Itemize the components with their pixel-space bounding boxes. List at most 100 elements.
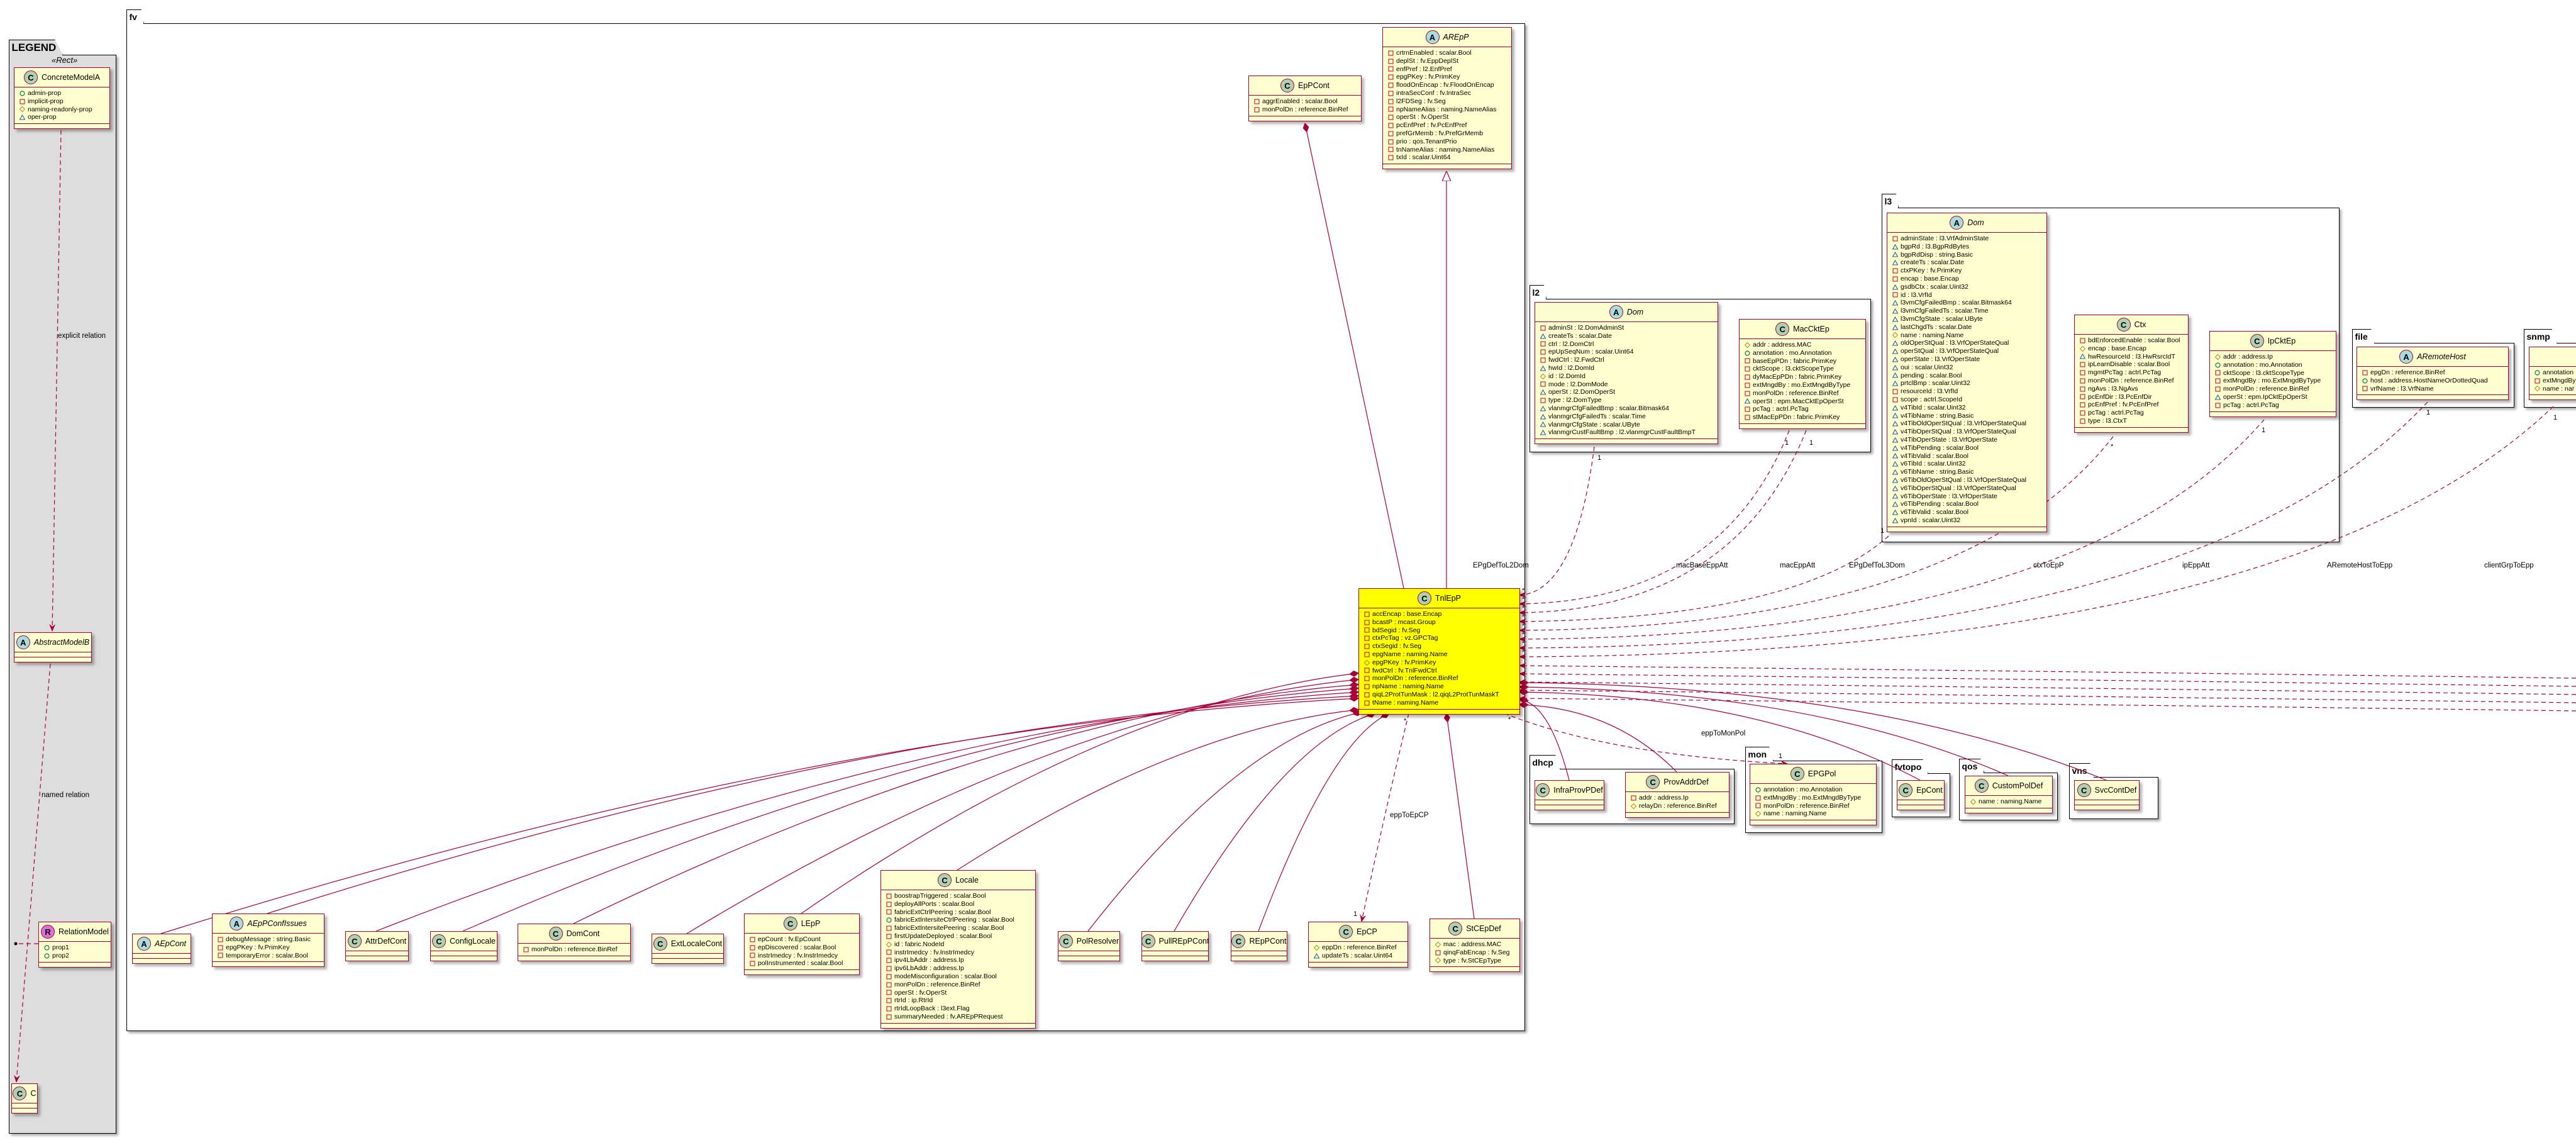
offpage-relation-0 xyxy=(1519,662,2576,679)
attribute-text: ngAvs : l3.NgAvs xyxy=(2088,384,2138,393)
implicit-prop-icon xyxy=(1388,50,1394,56)
class-name: AREpP xyxy=(1443,33,1469,42)
attribute-row: ctxPKey : fv.PrimKey xyxy=(1892,267,2043,275)
class-circle-icon: C xyxy=(23,70,38,84)
oper-prop-icon xyxy=(1892,372,1898,378)
attribute-row: v4TibValid : scalar.Bool xyxy=(1892,452,2043,461)
attribute-row: fwdCtrl : l2.FwdCtrl xyxy=(1540,356,1714,364)
attribute-row: ctrl : l2.DomCtrl xyxy=(1540,340,1714,349)
method-compartment xyxy=(1535,805,1604,810)
attribute-list xyxy=(2075,800,2139,805)
class-circle-icon: C xyxy=(1536,783,1550,797)
class-snmpClass[interactable]: CannotationextMngdByname : nar xyxy=(2529,347,2576,401)
attribute-row: prop1 xyxy=(44,944,107,952)
implicit-prop-icon xyxy=(1745,358,1750,364)
attribute-text: pcEnfDir : l3.PcEnfDir xyxy=(2088,393,2152,401)
attribute-row: ctxPcTag : vz.GPCTag xyxy=(1364,634,1516,642)
pullREpPCont-composition xyxy=(1174,712,1376,932)
attribute-text: type : fv.StCEpType xyxy=(1443,956,1502,964)
implicit-prop-icon xyxy=(1745,415,1750,420)
implicit-prop-icon xyxy=(886,998,892,1003)
relation-circle-icon: R xyxy=(41,925,55,939)
oper-prop-icon xyxy=(1892,429,1898,435)
class-circle-icon: C xyxy=(2116,318,2131,332)
attribute-text: mode : l2.DomMode xyxy=(1548,380,1608,388)
attribute-text: bcastP : mcast.Group xyxy=(1372,618,1436,626)
attribute-row: operSt : l2.DomOperSt xyxy=(1540,388,1714,396)
package-mon-tab: mon xyxy=(1745,747,1774,761)
attribute-row: ngAvs : l3.NgAvs xyxy=(2080,385,2184,393)
relation-label-eppToMonPol: eppToMonPol xyxy=(1701,730,1746,737)
oper-prop-icon xyxy=(1892,461,1898,467)
attribute-text: monPolDn : reference.BinRef xyxy=(1753,389,1839,397)
attribute-row: rtrId : ip.RtrId xyxy=(886,997,1031,1005)
aEpPConfIssues-composition xyxy=(267,693,1359,914)
attribute-list xyxy=(346,951,408,956)
implicit-prop-icon xyxy=(1745,383,1750,388)
implicit-prop-icon xyxy=(1388,82,1394,88)
attribute-row: monPolDn : reference.BinRef xyxy=(1755,802,1872,810)
attribute-text: pcEnfPref : fv.PcEnfPref xyxy=(1396,121,1467,130)
attribute-list xyxy=(431,951,497,956)
attribute-row: name : naming.Name xyxy=(1755,810,1872,818)
oper-prop-icon xyxy=(1892,260,1898,265)
relation-label-macBaseEppAtt: macBaseEppAtt xyxy=(1676,562,1728,569)
oper-prop-icon xyxy=(1540,389,1546,395)
class-circle-icon: C xyxy=(13,1086,27,1100)
oper-prop-icon xyxy=(1540,405,1546,411)
attribute-text: admin-prop xyxy=(28,89,62,97)
implicit-prop-icon xyxy=(1388,155,1394,160)
attribute-text: instrImedcy : fv.InstrImedcy xyxy=(758,951,838,959)
attribute-text: v4TibPending : scalar.Bool xyxy=(1901,444,1979,452)
oper-prop-icon xyxy=(1892,493,1898,499)
oper-prop-icon xyxy=(1892,284,1898,290)
attribute-row: pcEnfPref : fv.PcEnfPref xyxy=(2080,401,2184,409)
attribute-row: vrfName : l3.VrfName xyxy=(2362,385,2504,393)
attribute-text: prefGrMemb : fv.PrefGrMemb xyxy=(1396,129,1484,137)
implicit-prop-icon xyxy=(886,893,892,899)
attribute-row: qiqL2ProtTunMask : l2.qiqL2ProtTunMaskT xyxy=(1364,691,1516,699)
attribute-text: v4TibId : scalar.Uint32 xyxy=(1901,403,1966,411)
class-circle-icon: C xyxy=(1899,783,1913,797)
multiplicity-src: 1 xyxy=(1785,439,1789,447)
attribute-row: adminState : l3.VrfAdminState xyxy=(1892,235,2043,243)
